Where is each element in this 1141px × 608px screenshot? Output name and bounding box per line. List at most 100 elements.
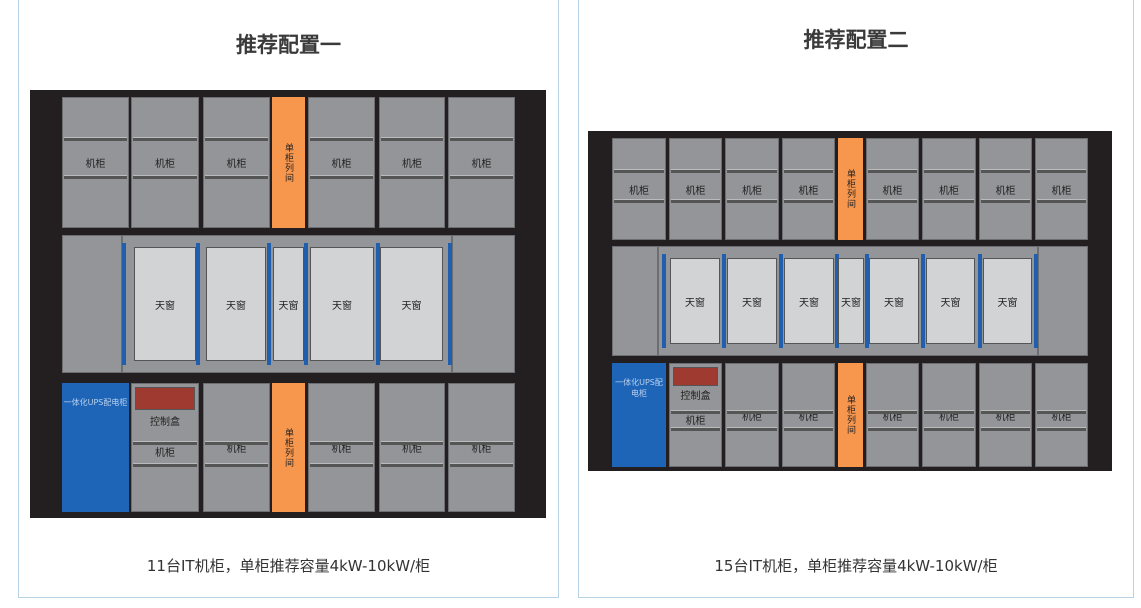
rack-rail [310,136,373,141]
cabinet[interactable]: 机柜 [922,363,976,467]
skylight-label: 天窗 [401,300,422,312]
skylight-label: 天窗 [799,297,819,309]
cabinet[interactable]: 机柜 [131,97,199,228]
control-box[interactable] [673,367,718,386]
cabinet[interactable]: 机柜 [379,383,445,512]
cabinet-label: 机柜 [798,185,819,197]
control-box[interactable] [135,387,195,411]
rack-rail [981,409,1030,414]
containment-door[interactable] [662,254,666,348]
cabinet-label: 机柜 [669,413,722,427]
cabinet[interactable]: 机柜 [448,383,515,512]
containment-door[interactable] [779,254,783,348]
skylight[interactable]: 天窗 [380,247,443,361]
cabinet-label: 机柜 [402,444,422,455]
skylight[interactable]: 天窗 [983,258,1032,344]
cabinet[interactable]: 机柜 [979,363,1032,467]
rack-rail [727,427,777,432]
containment-door[interactable] [978,254,982,348]
containment-door[interactable] [865,254,869,348]
column-ac-unit[interactable]: 单柜列间 [272,383,305,512]
skylight[interactable]: 天窗 [727,258,777,344]
aisle-end-panel [1038,246,1088,356]
rack-rail [924,427,974,432]
ups-power-cabinet[interactable]: 一体化UPS配电柜 [612,363,666,467]
cabinet[interactable]: 机柜 [866,138,919,240]
containment-door[interactable] [304,243,308,365]
containment-door[interactable] [267,243,271,365]
cabinet[interactable]: 机柜 [725,138,779,240]
rack-rail [614,199,664,203]
cabinet[interactable]: 机柜 [203,97,270,228]
rack-rail [727,199,777,203]
skylight[interactable]: 天窗 [273,247,304,361]
column-ac-unit-label: 单柜列间 [845,395,855,435]
column-ac-unit[interactable]: 单柜列间 [838,138,863,240]
rack-rail [1037,169,1086,173]
cabinet-label-label: 机柜 [155,448,175,460]
containment-door[interactable] [196,243,200,365]
containment-door[interactable] [376,243,380,365]
rack-rail [133,136,197,141]
rack-rail [310,175,373,180]
aisle-end-panel [62,235,122,373]
cabinet[interactable]: 机柜 [866,363,919,467]
cabinet-label: 机柜 [882,185,903,197]
containment-door[interactable] [921,254,925,348]
cabinet[interactable]: 机柜 [1035,363,1088,467]
cabinet[interactable]: 机柜 [612,138,666,240]
rack-rail [205,136,268,141]
rack-rail [133,462,197,467]
containment-door[interactable] [448,243,452,365]
skylight[interactable]: 天窗 [310,247,374,361]
cabinet[interactable]: 机柜 [1035,138,1088,240]
cabinet[interactable]: 机柜 [62,97,129,228]
skylight-label: 天窗 [332,300,352,312]
rack-rail [868,409,917,414]
rack-rail [784,409,833,414]
rack-rail [924,199,974,203]
rack-rail [924,409,974,414]
cabinet-label: 机柜 [402,159,422,170]
skylight[interactable]: 天窗 [784,258,834,344]
containment-door[interactable] [1034,254,1038,348]
cabinet-label: 机柜 [471,444,492,455]
cabinet-label: 机柜 [629,185,649,197]
cabinet[interactable]: 机柜 [669,138,722,240]
cabinet[interactable]: 机柜 [379,97,445,228]
rack-rail [784,427,833,432]
skylight[interactable]: 天窗 [134,247,196,361]
skylight[interactable]: 天窗 [869,258,919,344]
column-ac-unit[interactable]: 单柜列间 [272,97,305,228]
cabinet[interactable]: 机柜 [782,138,835,240]
skylight-label: 天窗 [226,300,246,312]
cabinet[interactable]: 机柜 [308,383,375,512]
cabinet[interactable]: 机柜 [448,97,515,228]
skylight-label: 天窗 [278,300,299,312]
cabinet-label: 机柜 [131,445,199,459]
cabinet[interactable]: 机柜 [203,383,270,512]
rack-rail [1037,199,1086,203]
ups-power-cabinet[interactable]: 一体化UPS配电柜 [62,383,129,512]
cabinet[interactable]: 机柜 [979,138,1032,240]
cabinet[interactable]: 机柜 [782,363,835,467]
containment-door[interactable] [722,254,726,348]
rack-rail [868,169,917,173]
rack-rail [310,462,373,467]
control-box-label-label: 控制盒 [150,417,180,429]
column-ac-unit[interactable]: 单柜列间 [838,363,863,467]
rack-rail [205,462,268,467]
rack-rail [981,169,1030,173]
skylight[interactable]: 天窗 [206,247,266,361]
containment-door[interactable] [122,243,126,365]
control-box-label: 控制盒 [669,388,722,402]
containment-door[interactable] [835,254,839,348]
rack-rail [64,175,127,180]
skylight[interactable]: 天窗 [670,258,720,344]
cabinet[interactable]: 机柜 [308,97,375,228]
skylight[interactable]: 天窗 [926,258,975,344]
cabinet[interactable]: 机柜 [922,138,976,240]
skylight[interactable]: 天窗 [838,258,864,344]
rack-rail [727,169,777,173]
cabinet[interactable]: 机柜 [725,363,779,467]
